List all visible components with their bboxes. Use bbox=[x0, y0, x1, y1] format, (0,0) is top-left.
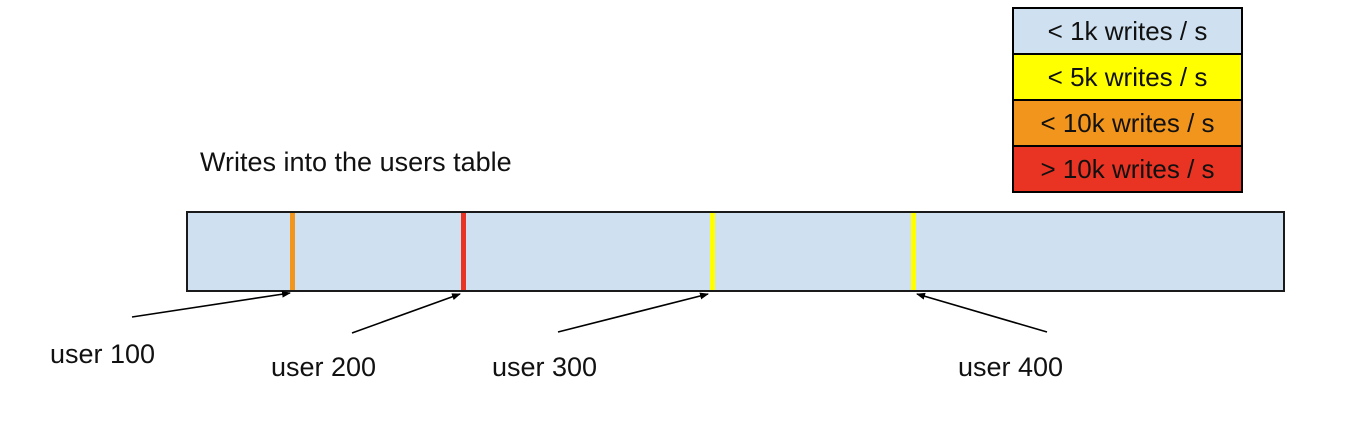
diagram-title: Writes into the users table bbox=[200, 147, 512, 177]
legend-item-lt-10k: < 10k writes / s bbox=[1012, 99, 1243, 147]
arrow-user-100 bbox=[131, 290, 291, 318]
users-table-bar bbox=[186, 211, 1285, 292]
legend: < 1k writes / s < 5k writes / s < 10k wr… bbox=[1012, 7, 1243, 193]
arrow-user-200 bbox=[351, 293, 461, 334]
label-user-100: user 100 bbox=[50, 339, 156, 369]
marker-user-400 bbox=[910, 213, 916, 290]
legend-item-label: < 5k writes / s bbox=[1047, 61, 1208, 92]
marker-user-100 bbox=[289, 213, 295, 290]
legend-item-label: < 10k writes / s bbox=[1040, 107, 1215, 138]
label-user-300: user 300 bbox=[492, 352, 598, 382]
legend-item-lt-5k: < 5k writes / s bbox=[1012, 53, 1243, 101]
marker-user-200 bbox=[460, 213, 466, 290]
marker-user-300 bbox=[709, 213, 715, 290]
label-user-400: user 400 bbox=[958, 352, 1064, 382]
legend-item-lt-1k: < 1k writes / s bbox=[1012, 7, 1243, 55]
legend-item-gt-10k: > 10k writes / s bbox=[1012, 145, 1243, 193]
legend-item-label: > 10k writes / s bbox=[1040, 153, 1215, 184]
label-user-200: user 200 bbox=[271, 352, 377, 382]
legend-item-label: < 1k writes / s bbox=[1047, 15, 1208, 46]
arrow-user-300 bbox=[557, 292, 709, 333]
arrow-user-400 bbox=[916, 292, 1048, 333]
